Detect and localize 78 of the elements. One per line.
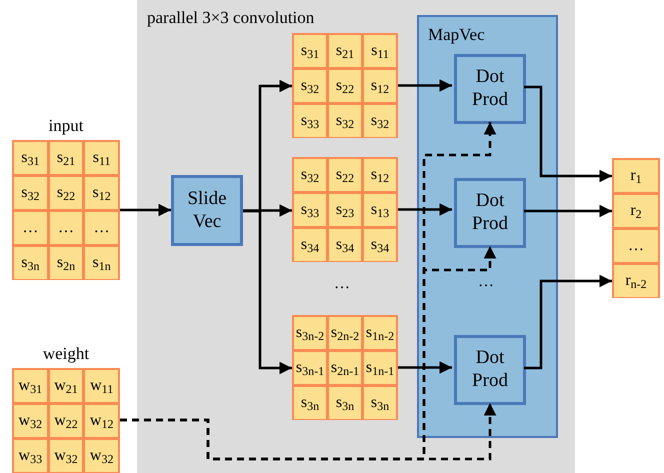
process-box: Dot Prod: [454, 335, 526, 405]
process-box: Dot Prod: [454, 178, 526, 248]
matrix-cell: w$_{12}$: [85, 405, 118, 437]
matrix-cell: s$_{22}$: [50, 177, 82, 209]
arrow: [524, 274, 612, 370]
matrix-cell: w$_{33}$: [14, 440, 47, 472]
matrix-cell: s$_{2n-1}$: [329, 352, 361, 384]
matrix-cell: s$_{22}$: [329, 159, 361, 191]
matrix-cell: s$_{31}$: [294, 35, 326, 67]
matrix-grid: [292, 33, 398, 138]
matrix-cell: s$_{21}$: [50, 142, 82, 174]
container-box: [417, 15, 558, 438]
matrix-cell: s$_{34}$: [329, 229, 361, 261]
matrix-cell: s$_{32}$: [294, 70, 326, 102]
process-box: Slide Vec: [171, 175, 243, 246]
matrix-cell: w$_{32}$: [14, 405, 47, 437]
arrow: [398, 203, 452, 216]
matrix-cell: s$_{2n}$: [50, 247, 82, 279]
matrix-cell: s$_{1n}$: [85, 247, 118, 279]
matrix-grid: [292, 315, 398, 420]
matrix-cell: s$_{31}$: [14, 142, 47, 174]
matrix-cell: s$_{23}$: [329, 194, 361, 226]
matrix-cell: …: [50, 212, 82, 244]
matrix-cell: …: [614, 230, 658, 262]
matrix-cell: …: [85, 212, 118, 244]
matrix-grid: [292, 157, 398, 262]
process-box: Dot Prod: [454, 54, 526, 124]
matrix-cell: s$_{33}$: [294, 194, 326, 226]
matrix-cell: r$_{2}$: [614, 195, 658, 227]
matrix-cell: r$_{1}$: [614, 160, 658, 192]
matrix-cell: s$_{32}$: [294, 159, 326, 191]
arrow: [120, 403, 496, 460]
matrix-cell: s$_{3n-2}$: [294, 317, 326, 349]
matrix-cell: s$_{21}$: [329, 35, 361, 67]
matrix-cell: s$_{13}$: [364, 194, 396, 226]
matrix-cell: s$_{1n-2}$: [364, 317, 396, 349]
arrow: [243, 204, 292, 217]
group-title: MapVec: [428, 24, 485, 46]
matrix-cell: w$_{21}$: [50, 370, 82, 402]
arrow: [524, 86, 612, 182]
matrix-cell: s$_{34}$: [294, 229, 326, 261]
matrix-cell: s$_{34}$: [364, 229, 396, 261]
matrix-cell: s$_{22}$: [329, 70, 361, 102]
matrix-cell: w$_{31}$: [14, 370, 47, 402]
matrix-title: input: [48, 115, 84, 137]
matrix-cell: s$_{12}$: [364, 70, 396, 102]
matrix-cell: s$_{32}$: [364, 105, 396, 137]
matrix-cell: s$_{32}$: [14, 177, 47, 209]
matrix-cell: s$_{3n}$: [329, 387, 361, 419]
matrix-cell: s$_{12}$: [364, 159, 396, 191]
ellipsis-label: …: [334, 276, 350, 292]
matrix-cell: s$_{3n}$: [364, 387, 396, 419]
matrix-cell: s$_{33}$: [294, 105, 326, 137]
arrow: [120, 204, 171, 216]
matrix-cell: s$_{2n-2}$: [329, 317, 361, 349]
matrix-cell: r$_{n-2}$: [614, 265, 658, 297]
matrix-cell: w$_{32}$: [50, 440, 82, 472]
arrow: [398, 79, 452, 92]
matrix-grid: [612, 158, 660, 298]
matrix-cell: w$_{11}$: [85, 370, 118, 402]
matrix-cell: s$_{1n-1}$: [364, 352, 396, 384]
matrix-cell: s$_{32}$: [329, 105, 361, 137]
matrix-title: weight: [42, 343, 90, 365]
matrix-cell: s$_{3n}$: [14, 247, 47, 279]
matrix-cell: s$_{11}$: [85, 142, 118, 174]
group-title: parallel 3×3 convolution: [147, 7, 314, 29]
matrix-cell: s$_{3n}$: [294, 387, 326, 419]
ellipsis-label: …: [478, 274, 494, 290]
arrow: [524, 204, 612, 218]
matrix-cell: …: [14, 212, 47, 244]
matrix-cell: w$_{22}$: [50, 405, 82, 437]
matrix-cell: s$_{3n-1}$: [294, 352, 326, 384]
matrix-cell: s$_{11}$: [364, 35, 396, 67]
matrix-cell: w$_{32}$: [85, 440, 118, 472]
arrow: [398, 361, 452, 374]
matrix-cell: s$_{12}$: [85, 177, 118, 209]
arrow: [243, 210, 292, 374]
group-band: [137, 0, 575, 473]
